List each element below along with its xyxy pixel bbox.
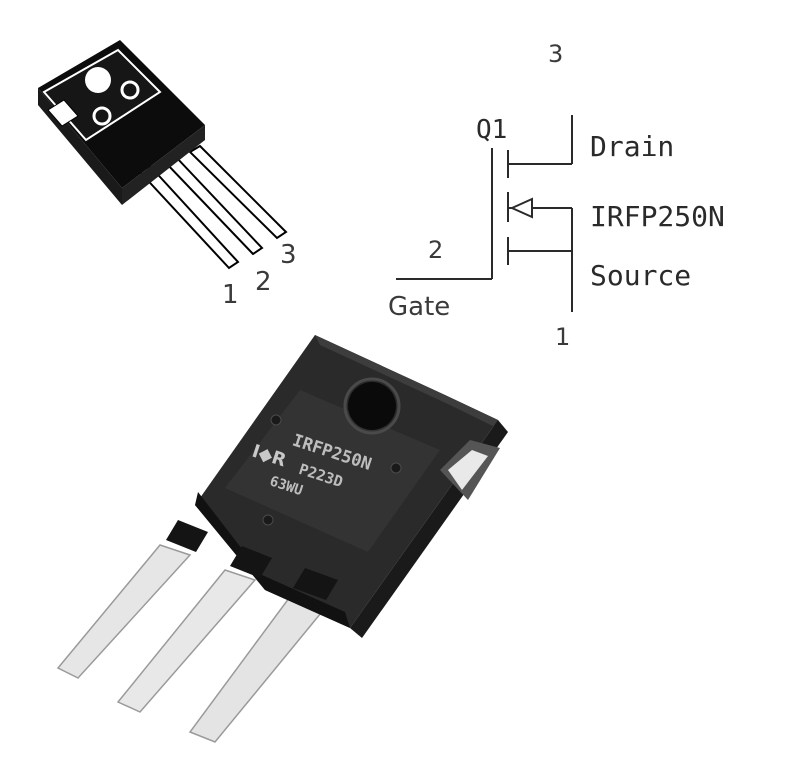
drain-pin-number: 3	[548, 40, 563, 68]
outline-mounting-hole	[85, 67, 111, 93]
outline-leads	[138, 144, 288, 270]
gate-label: Gate	[388, 292, 450, 322]
body-diode-arrow-icon	[509, 197, 533, 219]
gate-pin-number: 2	[428, 236, 443, 264]
to247-package-outline: 1 2 3	[38, 40, 297, 310]
drain-label: Drain	[590, 130, 674, 163]
mosfet-photo: IRFP250N I◆R P223D 63WU	[56, 335, 508, 743]
designator-label: Q1	[476, 115, 507, 145]
outline-pin-2-label: 2	[255, 267, 272, 297]
outline-pin-1-label: 1	[222, 280, 239, 310]
outline-pin-3-label: 3	[280, 240, 297, 270]
photo-lead-1	[56, 544, 192, 679]
photo-body	[166, 335, 508, 638]
source-pin-number: 1	[555, 323, 570, 351]
source-label: Source	[590, 259, 691, 292]
photo-leads	[56, 544, 332, 743]
photo-lead-2	[116, 569, 257, 713]
photo-mounting-hole	[348, 382, 396, 430]
mosfet-schematic-symbol: 3 Q1 Drain IRFP250N 2 Source Gate 1	[388, 40, 725, 351]
outline-body	[38, 40, 205, 205]
outline-lead-3	[188, 144, 288, 240]
part-number-label: IRFP250N	[590, 200, 725, 233]
